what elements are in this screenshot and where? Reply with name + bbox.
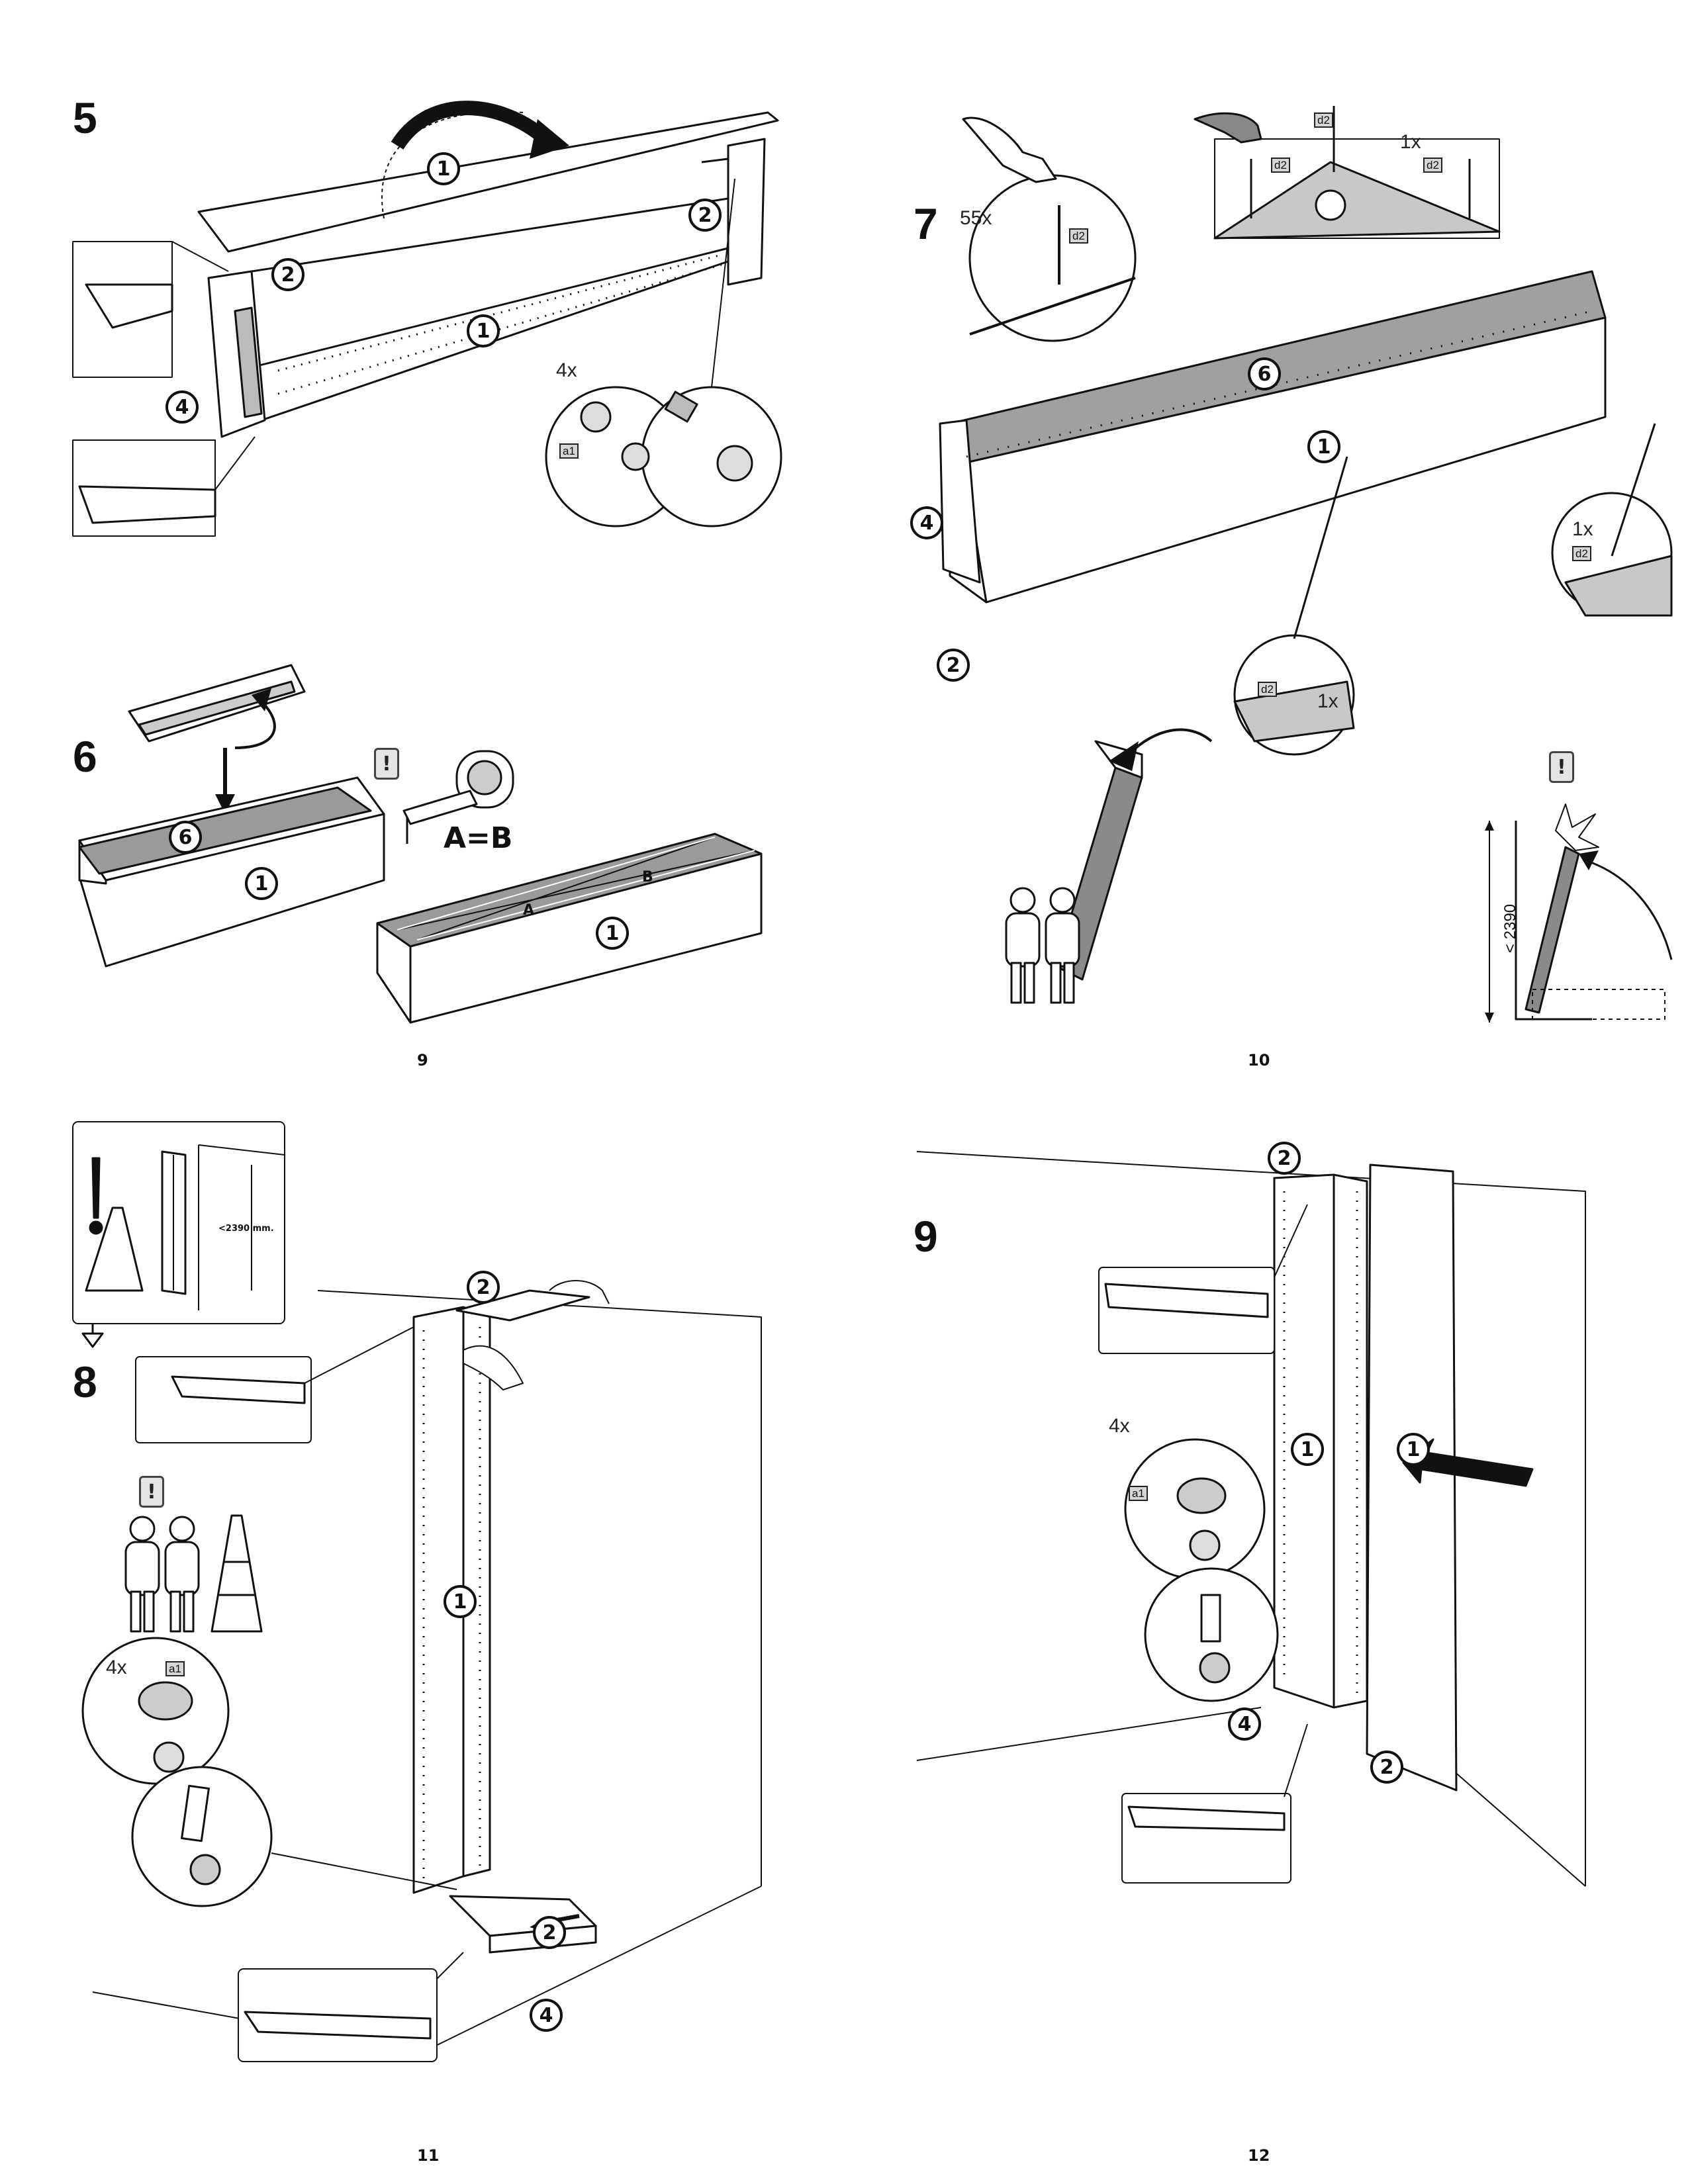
- part-number: 6: [1248, 357, 1281, 390]
- quantity-label: 4x: [1109, 1415, 1130, 1437]
- step-number: 9: [914, 1212, 938, 1261]
- part-number: 1: [245, 867, 278, 900]
- part-number: 2: [1370, 1751, 1403, 1784]
- part-number: 2: [533, 1916, 566, 1949]
- nail-code: d2: [1258, 682, 1277, 697]
- quantity-label: 1x: [1317, 690, 1338, 712]
- diagonal-label: A: [523, 902, 535, 919]
- step-number: 6: [73, 732, 97, 781]
- page-number: 9: [417, 1051, 428, 1069]
- page-number: 11: [417, 2146, 440, 2165]
- part-number: 4: [165, 390, 199, 424]
- step-5-6-illustration: [72, 101, 782, 1024]
- part-number: 1: [427, 152, 460, 185]
- part-number: 1: [444, 1585, 477, 1618]
- fitting-code: a1: [165, 1661, 185, 1676]
- part-number: 4: [1228, 1707, 1261, 1741]
- nail-code: d2: [1572, 546, 1591, 561]
- part-number: 2: [467, 1271, 500, 1304]
- quantity-label: 55x: [960, 207, 992, 229]
- page-number: 12: [1248, 2146, 1270, 2165]
- fitting-code: a1: [1129, 1486, 1148, 1501]
- nail-code: d2: [1271, 158, 1290, 173]
- quantity-label: 1x: [1572, 518, 1593, 540]
- nail-code: d2: [1069, 228, 1088, 244]
- part-number: 4: [910, 506, 943, 539]
- part-number: 4: [530, 1999, 563, 2032]
- part-number: 1: [1397, 1433, 1430, 1466]
- quantity-label: 1x: [1400, 131, 1421, 153]
- step-number: 5: [73, 93, 97, 142]
- step-9-illustration: [916, 1151, 1586, 1887]
- quantity-label: 4x: [556, 359, 577, 381]
- fitting-code: a1: [559, 443, 579, 459]
- quantity-label: 4x: [106, 1657, 127, 1678]
- page-number: 10: [1248, 1051, 1270, 1069]
- part-number: 2: [937, 649, 970, 682]
- page-11: <2390 mm. 8 2 1 2 4 ! 4x a1 11: [0, 1092, 844, 2184]
- part-number: 2: [271, 258, 305, 291]
- diagonal-label: B: [642, 869, 653, 886]
- part-number: 2: [688, 199, 722, 232]
- page-12: 9 2 1 1 4 2 4x a1 12: [844, 1092, 1688, 2184]
- warning-icon: !: [139, 1476, 164, 1508]
- part-number: 1: [467, 314, 500, 347]
- part-number: 2: [1268, 1142, 1301, 1175]
- height-limit: < 2390: [1501, 903, 1519, 953]
- step-8-illustration: [72, 1121, 762, 2062]
- step-7-illustration: [939, 106, 1673, 1023]
- nail-code: d2: [1314, 113, 1333, 128]
- measure-rule: A=B: [444, 821, 513, 855]
- page-10: 7 55x d2 1x d2 d2 d2 6 1 4 2 1x d2 1x d2…: [844, 0, 1688, 1092]
- warning-icon: !: [374, 748, 399, 780]
- ceiling-limit: <2390 mm.: [218, 1224, 274, 1234]
- step-number: 7: [914, 199, 938, 248]
- part-number: 1: [596, 917, 629, 950]
- part-number: 6: [169, 821, 202, 854]
- part-number: 1: [1307, 430, 1340, 463]
- page-9: 5 6 1 1 2 2 4 4x a1 6 1 1 ! A=B A B 9: [0, 0, 844, 1092]
- part-number: 1: [1291, 1433, 1324, 1466]
- step-number: 8: [73, 1357, 97, 1406]
- warning-icon: !: [1549, 751, 1574, 783]
- nail-code: d2: [1423, 158, 1442, 173]
